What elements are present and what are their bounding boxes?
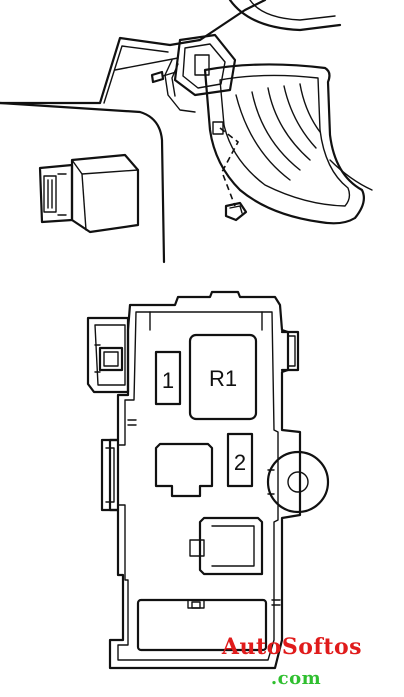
dash-panel-inner-line [103,45,169,104]
screw-upper [150,70,177,84]
relay-socket-r1-label: R1 [209,366,237,391]
dash-panel-lower-edge [0,101,166,264]
fuse-slot-2 [226,432,254,488]
left-side-clip [100,438,120,512]
empty-socket-upper [154,442,214,498]
fuse-slot-2-label: 2 [234,450,246,475]
side-notch-left [127,419,137,426]
watermark: AutoSoftos .com [221,634,362,689]
connector-lower [189,516,264,576]
relay-mount-bracket [164,33,237,113]
side-notch-right [271,599,281,606]
relay-socket-r1 [188,333,258,421]
relay-block-outline [108,290,302,670]
round-grommet [266,450,330,514]
dash-panel-outline [0,0,267,105]
relay-component [38,153,140,234]
upper-trim-inner [249,0,336,21]
upper-trim [228,0,342,32]
fuse-slot-1-label: 1 [162,368,174,393]
left-clip-tab [86,316,130,394]
relay-block-inner-outline [117,311,279,661]
clip-fastener [224,201,248,222]
side-body-line [329,159,373,191]
fuse-slot-1 [154,350,182,406]
kick-panel-cover [203,63,365,225]
installation-illustration [0,0,373,264]
watermark-line2: .com [271,668,321,689]
relay-block-diagram: 1 R1 2 [86,290,330,670]
right-clip-upper [280,330,300,372]
watermark-line1: AutoSoftos [221,634,362,660]
inner-rib [149,311,263,331]
bottom-cutout [136,598,268,652]
leader-line-screw [114,57,179,71]
dashed-install-path [219,127,240,207]
